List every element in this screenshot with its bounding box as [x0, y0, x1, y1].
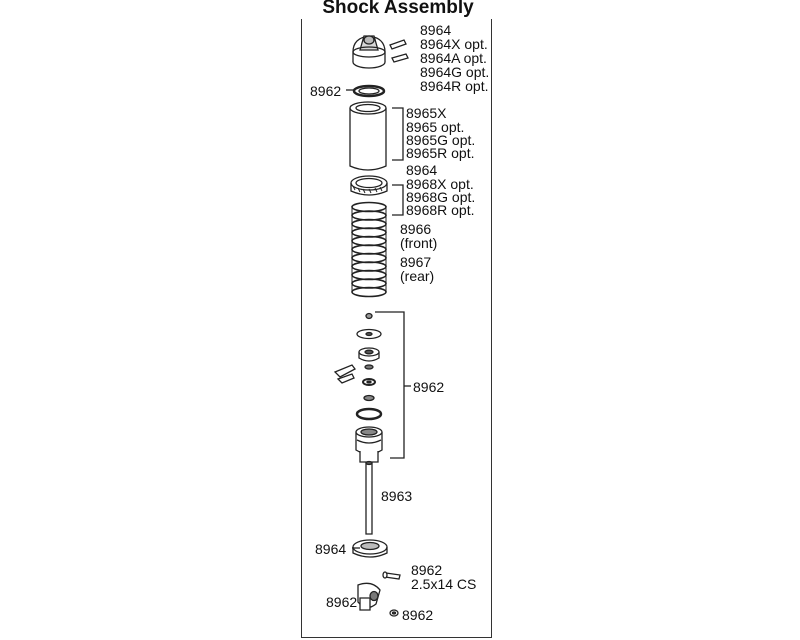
- threaded-collar: [351, 176, 387, 195]
- label-shaft: 8963: [381, 488, 413, 504]
- bracket-body-group: [392, 108, 403, 160]
- cartridge-housing: [356, 427, 382, 462]
- label-oring-top: 8962: [310, 83, 342, 99]
- spring-coil: [352, 279, 386, 288]
- label-lower-cap: 8964: [315, 541, 347, 557]
- oring-top: [354, 86, 384, 96]
- clip-parts: [335, 365, 355, 383]
- spring-coil: [352, 271, 386, 280]
- label-body-8965x: 8965X: [406, 105, 447, 121]
- label-collar-8968x: 8968X opt.: [406, 176, 474, 192]
- spring-coil: [352, 228, 386, 237]
- rod-end-ball: [390, 610, 398, 616]
- bracket-piston-group: [375, 312, 411, 458]
- top-cap: [353, 36, 385, 68]
- spring-coil: [352, 254, 386, 263]
- label-body-8965: 8965 opt.: [406, 119, 465, 135]
- rod-end: [358, 583, 380, 610]
- label-spring-front-text: (front): [400, 235, 438, 251]
- label-collar-8968r: 8968R opt.: [406, 202, 475, 218]
- label-screw-number: 8962: [411, 562, 443, 578]
- lower-cap: [353, 540, 387, 557]
- spring-coil: [352, 245, 386, 254]
- screw-2-5x14: [383, 572, 400, 579]
- bracket-collar-group: [392, 185, 403, 215]
- label-spring-rear-number: 8967: [400, 254, 432, 270]
- label-cap-8964a: 8964A opt.: [420, 50, 487, 66]
- label-rod-end-left: 8962: [326, 594, 358, 610]
- label-cap-8964x: 8964X opt.: [420, 36, 488, 52]
- label-collar-8968g: 8968G opt.: [406, 189, 476, 205]
- spring-coil: [352, 262, 386, 271]
- label-cap-8964g: 8964G opt.: [420, 64, 490, 80]
- label-cap-8964: 8964: [420, 22, 452, 38]
- label-spring-rear-text: (rear): [400, 268, 435, 284]
- spring-coil: [352, 237, 386, 246]
- label-collar-8964: 8964: [406, 162, 438, 178]
- label-piston-group: 8962: [413, 379, 445, 395]
- label-screw-size: 2.5x14 CS: [411, 576, 477, 592]
- label-rod-end-right: 8962: [402, 607, 434, 623]
- spring-coil: [352, 211, 386, 220]
- spring: [352, 203, 386, 297]
- spring-coil: [352, 288, 386, 297]
- seal-stack: [357, 314, 381, 420]
- label-body-8965r: 8965R opt.: [406, 145, 475, 161]
- label-body-8965g: 8965G opt.: [406, 132, 476, 148]
- spring-coil: [352, 203, 386, 212]
- shock-shaft: [366, 462, 372, 535]
- label-cap-8964r: 8964R opt.: [420, 78, 489, 94]
- shock-body: [350, 102, 386, 170]
- label-spring-front-number: 8966: [400, 221, 432, 237]
- cap-screws: [390, 40, 408, 62]
- spring-coil: [352, 220, 386, 229]
- diagram-title: Shock Assembly: [300, 0, 496, 19]
